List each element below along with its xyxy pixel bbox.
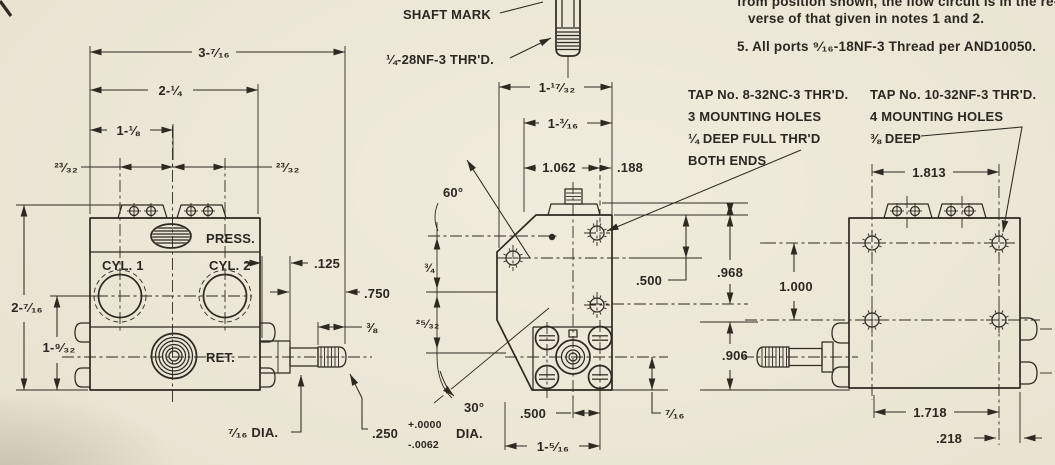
- end-view: [742, 164, 1053, 445]
- tap10-leader: [920, 126, 1023, 233]
- tap8-line3: ¼ DEEP FULL THR'D: [688, 131, 820, 146]
- shaft-thread-label: ¼-28NF-3 THR'D.: [386, 52, 494, 67]
- dim-upper-depth: 1-³⁄₁₆: [548, 116, 579, 131]
- dim-hole-span-top: 1.813: [912, 165, 946, 180]
- dim-base-width: 1-⁵⁄₁₆: [537, 439, 569, 454]
- dim-half-width: 1-⅛: [116, 123, 140, 138]
- front-view: PRESS. CYL. 1 CYL. 2 RET.: [62, 126, 372, 404]
- dim-edge-offset-right: .218: [936, 431, 962, 446]
- shaft-threads: [557, 31, 579, 51]
- dim-hole-span: 1.062: [542, 160, 576, 175]
- note-5: 5. All ports ⁹⁄₁₆-18NF-3 Thread per AND1…: [737, 39, 1036, 54]
- shaft-detail: SHAFT MARK ¼-28NF-3 THR'D.: [386, 0, 581, 78]
- dim-overall-height: 2-⁷⁄₁₆: [11, 300, 43, 315]
- dim-seg-b: ²⁵⁄₃₂: [416, 317, 440, 331]
- shaft-mark-label: SHAFT MARK: [403, 7, 491, 22]
- dim-body-width: 2-¼: [158, 83, 182, 98]
- tap8-line1: TAP No. 8-32NC-3 THR'D.: [688, 87, 848, 102]
- note-line-clipped: from position shown, the flow circuit is…: [737, 0, 1055, 9]
- dim-port-offset-right: ²³⁄₃₂: [276, 160, 300, 175]
- dim-step: .125: [314, 256, 340, 271]
- dim-hole-row-spacing: 1.000: [779, 279, 813, 294]
- dim-pilot-tol-minus: -.0062: [408, 439, 439, 451]
- side-view-dimensions: 1-¹⁷⁄₃₂ 1-³⁄₁₆ 1.062 .188 60° ¾ ²⁵⁄₃₂ 30…: [416, 80, 748, 454]
- side-view: [426, 159, 748, 404]
- dim-port-offset-left: ²³⁄₃₂: [54, 160, 78, 175]
- tap8-leader: [606, 149, 802, 232]
- ret-label: RET.: [206, 350, 235, 365]
- dim-overall-width: 3-⁷⁄₁₆: [198, 45, 230, 60]
- dim-pilot-dia: .250: [372, 426, 398, 441]
- cyl2-label: CYL. 2: [209, 258, 251, 273]
- front-view-dimensions: 3-⁷⁄₁₆ 2-¼ 1-⅛ ²³⁄₃₂ ²³⁄₃₂ 2-⁷⁄₁₆ 1-⁹⁄₃₂…: [11, 45, 483, 451]
- dim-hole-row: .968: [717, 265, 743, 280]
- front-body: [89, 217, 261, 391]
- shaft-mark-dot: [548, 233, 556, 241]
- dim-overall-depth: 1-¹⁷⁄₃₂: [539, 80, 576, 95]
- tap10-line2: 4 MOUNTING HOLES: [870, 109, 1003, 124]
- dim-angle-top: 60°: [443, 185, 463, 200]
- tap-note-10-32: TAP No. 10-32NF-3 THR'D. 4 MOUNTING HOLE…: [870, 87, 1036, 233]
- dim-edge-offset: .188: [617, 160, 643, 175]
- dim-thread-length: ⅜: [366, 320, 378, 335]
- dim-seg-a: ¾: [424, 261, 435, 275]
- tap8-line2: 3 MOUNTING HOLES: [688, 109, 821, 124]
- end-view-dimensions: 1.813 1.000 .906 1.718 .218: [700, 165, 1042, 446]
- scan-mark: [0, 0, 13, 17]
- dim-pilot-tol-plus: +.0000: [408, 419, 442, 431]
- dim-hole-down: .500: [636, 273, 662, 288]
- press-port: [150, 223, 192, 249]
- tap10-line3: ⅜ DEEP: [870, 131, 921, 146]
- dim-shaft-dia: ⁷⁄₁₆ DIA.: [228, 425, 278, 440]
- dim-hole-span-bottom: 1.718: [913, 405, 947, 420]
- dim-angle-bottom: 30°: [464, 400, 484, 415]
- side-body: [496, 214, 613, 391]
- tap8-line4: BOTH ENDS: [688, 153, 766, 168]
- dim-shaft-length: .750: [364, 286, 390, 301]
- dim-pilot-suffix: DIA.: [456, 426, 483, 441]
- press-label: PRESS.: [206, 231, 255, 246]
- dim-base-height: ⁷⁄₁₆: [665, 406, 685, 421]
- tap10-line1: TAP No. 10-32NF-3 THR'D.: [870, 87, 1036, 102]
- dim-lower-height: 1-⁹⁄₃₂: [43, 340, 76, 355]
- ret-port: [150, 332, 198, 380]
- tap-note-8-32: TAP No. 8-32NC-3 THR'D. 3 MOUNTING HOLES…: [606, 87, 848, 232]
- end-body: [848, 217, 1021, 389]
- dim-screw-span: .500: [520, 406, 546, 421]
- dim-shaft-height: .906: [722, 348, 748, 363]
- end-shaft: [756, 322, 849, 388]
- cyl1-label: CYL. 1: [102, 258, 144, 273]
- note-line2: verse of that given in notes 1 and 2.: [748, 11, 984, 26]
- notes-block: from position shown, the flow circuit is…: [737, 0, 1055, 54]
